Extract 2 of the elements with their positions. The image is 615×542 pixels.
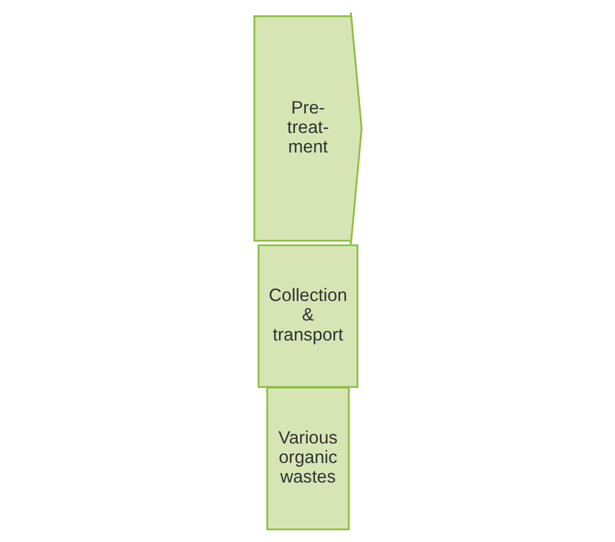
node-box: Various organic wastes (266, 386, 350, 530)
node-box: Collection & transport (257, 244, 358, 388)
